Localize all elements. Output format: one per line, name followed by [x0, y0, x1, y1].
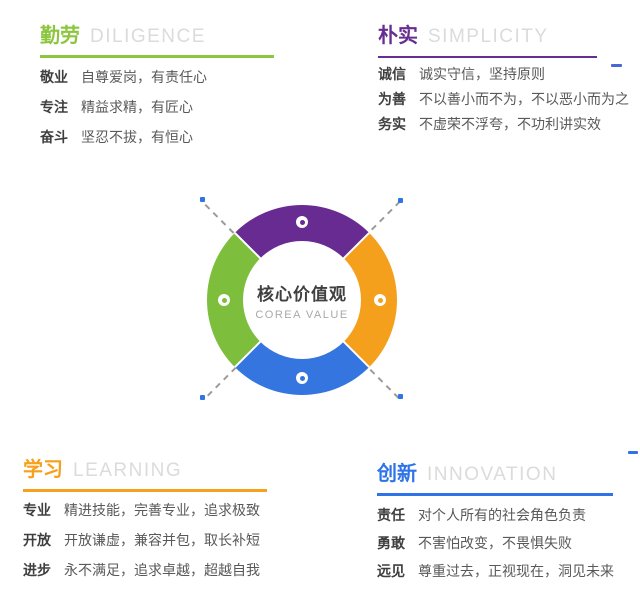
section-title-zh: 勤劳 — [40, 25, 80, 47]
item-label: 勇敢 — [377, 535, 405, 551]
section-underline — [378, 56, 597, 58]
anchor-square-icon — [200, 395, 205, 400]
section-title-zh: 朴实 — [378, 25, 418, 47]
bullseye-marker-icon — [374, 294, 386, 306]
section-title-en: DILIGENCE — [90, 26, 206, 47]
list-item: 务实 不虚荣不浮夸，不功利讲实效 — [378, 116, 601, 132]
item-label: 专注 — [40, 99, 68, 115]
section-items: 责任 对个人所有的社会角色负责 勇敢 不害怕改变，不畏惧失败 远见 尊重过去，正… — [377, 508, 614, 579]
item-desc: 不害怕改变，不畏惧失败 — [418, 535, 572, 551]
marker-dot — [299, 219, 305, 225]
anchor-square-icon — [398, 394, 403, 399]
list-item: 勇敢 不害怕改变，不畏惧失败 — [377, 536, 613, 551]
item-label: 远见 — [377, 563, 405, 579]
item-desc: 开放谦虚，兼容并包，取长补短 — [64, 532, 260, 548]
item-label: 责任 — [377, 507, 405, 523]
item-desc: 诚实守信，坚持原则 — [419, 66, 545, 82]
bullseye-marker-icon — [296, 372, 308, 384]
section-underline — [40, 55, 274, 58]
section-innovation-header: 创新 INNOVATION — [377, 462, 613, 486]
section-title-zh: 学习 — [23, 459, 63, 481]
item-desc: 不虚荣不浮夸，不功利讲实效 — [419, 116, 601, 132]
item-desc: 不以善小而不为，不以恶小而为之 — [419, 91, 629, 107]
section-items: 敬业 自尊爱岗，有责任心 专注 精益求精，有匠心 奋斗 坚忍不拔，有恒心 — [40, 70, 274, 145]
item-label: 敬业 — [40, 69, 68, 85]
list-item: 开放 开放谦虚，兼容并包，取长补短 — [23, 533, 267, 548]
list-item: 为善 不以善小而不为，不以恶小而为之 — [378, 91, 629, 107]
section-learning: 学习 LEARNING 专业 精进技能，完善专业，追求极致 开放 开放谦虚，兼容… — [23, 458, 267, 593]
list-item: 敬业 自尊爱岗，有责任心 — [40, 70, 274, 85]
section-diligence-header: 勤劳 DILIGENCE — [40, 24, 274, 48]
section-items: 诚信 诚实守信，坚持原则 为善 不以善小而不为，不以恶小而为之 务实 不虚荣不浮… — [378, 67, 629, 132]
section-title-en: LEARNING — [73, 460, 183, 481]
center-title: 核心价值观 — [257, 284, 347, 304]
item-desc: 自尊爱岗，有责任心 — [81, 69, 207, 85]
edge-dash-decoration — [628, 451, 638, 454]
item-desc: 尊重过去，正视现在，洞见未来 — [418, 563, 614, 579]
item-label: 专业 — [23, 502, 51, 518]
marker-dot — [377, 297, 383, 303]
section-underline — [377, 493, 613, 496]
section-underline — [23, 489, 267, 492]
section-title-en: INNOVATION — [427, 464, 558, 485]
item-desc: 永不满足，追求卓越，超越自我 — [64, 562, 260, 578]
list-item: 专业 精进技能，完善专业，追求极致 — [23, 503, 267, 518]
item-label: 务实 — [378, 116, 406, 132]
list-item: 责任 对个人所有的社会角色负责 — [377, 508, 613, 523]
core-values-donut: 核心价值观 COREA VALUE — [207, 205, 397, 395]
item-desc: 对个人所有的社会角色负责 — [418, 507, 586, 523]
section-simplicity: 朴实 SIMPLICITY 诚信 诚实守信，坚持原则 为善 不以善小而不为，不以… — [378, 24, 629, 142]
section-diligence: 勤劳 DILIGENCE 敬业 自尊爱岗，有责任心 专注 精益求精，有匠心 奋斗… — [40, 24, 274, 160]
section-simplicity-header: 朴实 SIMPLICITY — [378, 24, 597, 48]
section-innovation: 创新 INNOVATION 责任 对个人所有的社会角色负责 勇敢 不害怕改变，不… — [377, 462, 614, 592]
marker-dot — [221, 297, 227, 303]
bullseye-marker-icon — [218, 294, 230, 306]
center-subtitle: COREA VALUE — [255, 308, 349, 321]
list-item: 奋斗 坚忍不拔，有恒心 — [40, 130, 274, 145]
list-item: 远见 尊重过去，正视现在，洞见未来 — [377, 563, 614, 579]
section-learning-header: 学习 LEARNING — [23, 458, 267, 482]
bullseye-marker-icon — [296, 216, 308, 228]
item-label: 开放 — [23, 532, 51, 548]
item-label: 进步 — [23, 562, 51, 578]
section-title-zh: 创新 — [377, 463, 417, 485]
list-item: 专注 精益求精，有匠心 — [40, 100, 274, 115]
list-item: 进步 永不满足，追求卓越，超越自我 — [23, 563, 267, 578]
list-item: 诚信 诚实守信，坚持原则 — [378, 67, 597, 82]
item-label: 诚信 — [378, 66, 406, 82]
marker-dot — [299, 375, 305, 381]
item-label: 奋斗 — [40, 129, 68, 145]
item-desc: 精进技能，完善专业，追求极致 — [64, 502, 260, 518]
anchor-square-icon — [200, 197, 205, 202]
anchor-square-icon — [398, 198, 403, 203]
item-desc: 坚忍不拔，有恒心 — [81, 129, 193, 145]
section-items: 专业 精进技能，完善专业，追求极致 开放 开放谦虚，兼容并包，取长补短 进步 永… — [23, 503, 267, 578]
edge-dash-decoration — [611, 64, 622, 67]
donut-ring: 核心价值观 COREA VALUE — [207, 205, 397, 395]
donut-center: 核心价值观 COREA VALUE — [243, 241, 361, 359]
item-label: 为善 — [378, 91, 406, 107]
item-desc: 精益求精，有匠心 — [81, 99, 193, 115]
section-title-en: SIMPLICITY — [428, 26, 549, 47]
